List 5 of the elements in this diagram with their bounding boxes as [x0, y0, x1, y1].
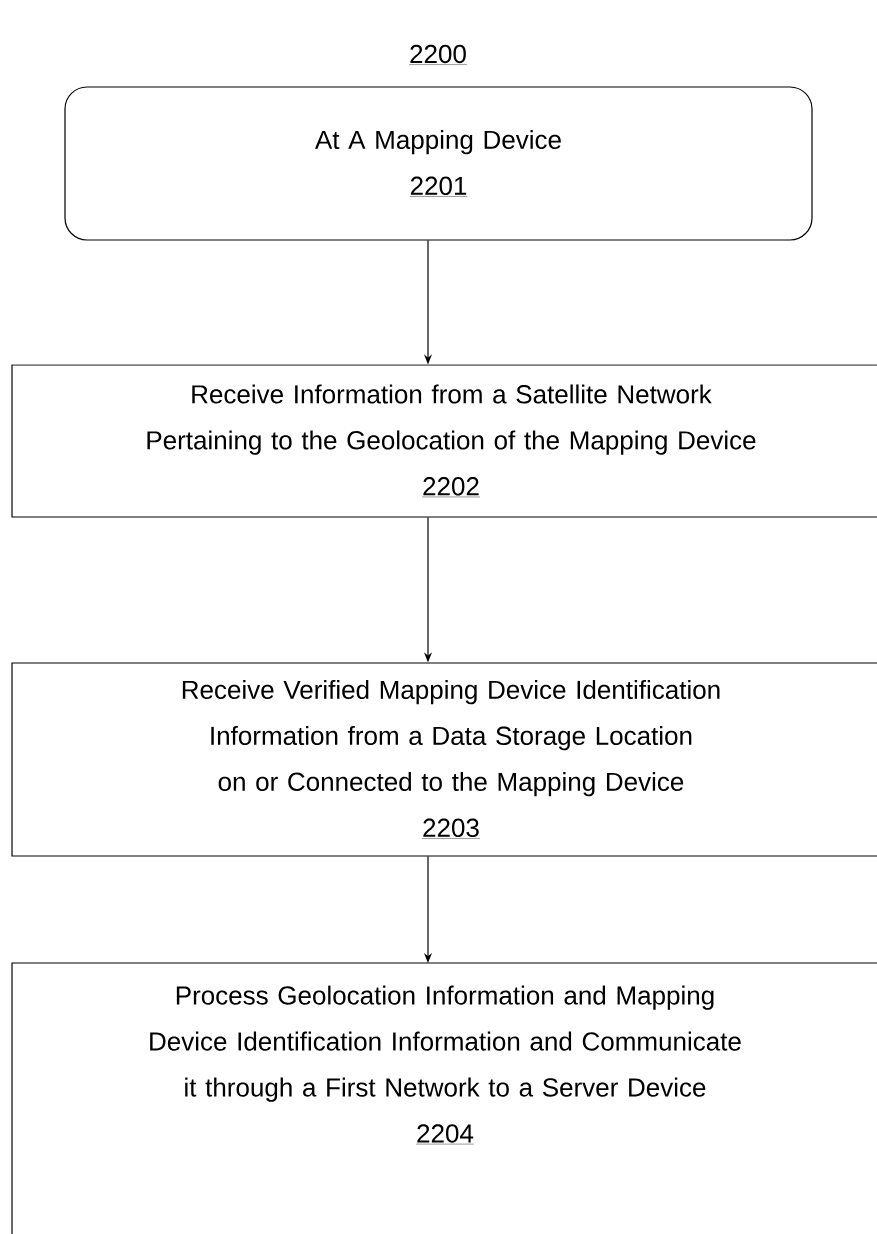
- process-box: Receive Verified Mapping Device Identification Information from a Data Storage Location on or Connected to the Mapping Device 2203: [11, 662, 877, 857]
- process-box: Process Geolocation Information and Mapping Device Identification Information and Communicate it through a First Network to a Server Device 2204: [11, 962, 877, 1234]
- process-box: Receive Information from a Satellite Network Pertaining to the Geolocation of the Mapping Device 2202: [11, 364, 877, 518]
- figure-number: 2200: [408, 44, 468, 65]
- start-box: At A Mapping Device 2201: [64, 86, 813, 241]
